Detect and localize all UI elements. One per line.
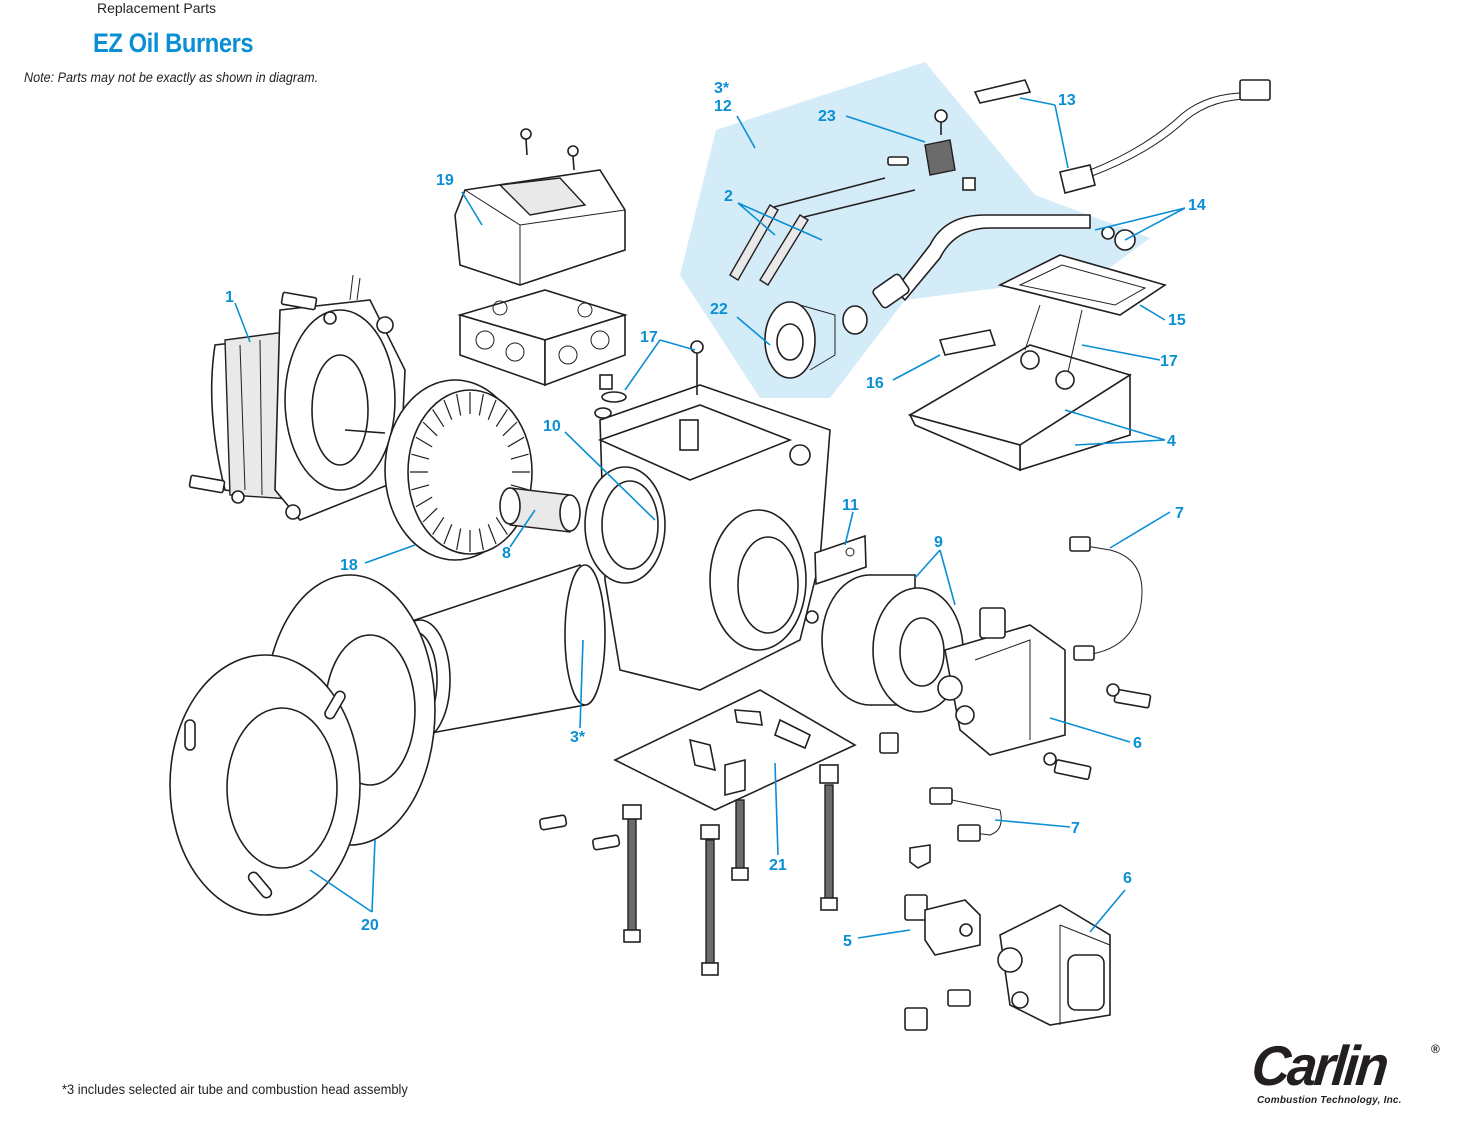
- blower-blade: [415, 496, 433, 508]
- part-motor: [210, 274, 406, 521]
- blower-blade: [478, 528, 484, 551]
- blower-blade: [487, 524, 497, 545]
- callout-17-left: 17: [640, 329, 658, 346]
- part-static-plate: [764, 301, 868, 379]
- callout-22: 22: [710, 301, 728, 318]
- callout-21: 21: [769, 857, 787, 874]
- part-combustion-head: [805, 574, 964, 713]
- ignition-assembly-highlight: [680, 62, 1150, 398]
- callout-3-star-top: 3*: [714, 80, 730, 97]
- callout-1: 1: [225, 289, 234, 306]
- callout-7-top: 7: [1175, 505, 1184, 522]
- blower-blade: [422, 507, 438, 523]
- callout-9: 9: [934, 534, 943, 551]
- callout-6-top: 6: [1133, 735, 1142, 752]
- part-igniter: [907, 304, 1132, 472]
- blower-blade: [443, 524, 453, 545]
- callout-8: 8: [502, 545, 511, 562]
- blower-blade: [510, 484, 529, 491]
- blower-blade: [507, 436, 525, 448]
- callout-10: 10: [543, 418, 561, 435]
- part-electrode-clamp: [887, 109, 976, 191]
- callout-19: 19: [436, 172, 454, 189]
- blower-blade: [432, 517, 445, 535]
- leader-lines: [234, 97, 1186, 939]
- diagram-note: Note: Parts may not be exactly as shown …: [24, 69, 319, 85]
- blower-blade: [456, 393, 462, 416]
- callout-7-bottom: 7: [1071, 820, 1080, 837]
- part-base-plate: [613, 689, 857, 811]
- blower-blade: [422, 421, 438, 437]
- blower-blade: [502, 421, 518, 437]
- blower-blade: [415, 436, 433, 448]
- blower-blade: [495, 517, 508, 535]
- blower-blade: [510, 453, 529, 460]
- registered-mark: ®: [1431, 1042, 1440, 1056]
- part-oil-pump-lower: [997, 904, 1111, 1026]
- callout-labels: 3* 12 23 13 19 2 14 1 22 15 17 17 16 10 …: [225, 80, 1206, 950]
- callout-12: 12: [714, 98, 732, 115]
- blower-blade: [443, 399, 453, 420]
- part-blower-wheel: [384, 379, 533, 561]
- callout-15: 15: [1168, 312, 1186, 329]
- carlin-logo: Carlin ® Combustion Technology, Inc.: [1249, 1034, 1450, 1113]
- callout-3-star-bottom: 3*: [570, 729, 586, 746]
- blower-blade: [432, 409, 445, 427]
- callout-17-right: 17: [1160, 353, 1178, 370]
- blower-blade: [456, 528, 462, 551]
- blower-blade: [411, 453, 430, 460]
- part-transformer-cover: [454, 128, 626, 286]
- callout-18: 18: [340, 557, 358, 574]
- callout-20: 20: [361, 917, 379, 934]
- blower-blade: [478, 393, 484, 416]
- part-control-gasket: [997, 254, 1167, 316]
- part-oil-line-lower: [909, 787, 1002, 869]
- callout-6-bottom: 6: [1123, 870, 1132, 887]
- blower-blade: [487, 399, 497, 420]
- footnote: *3 includes selected air tube and combus…: [62, 1081, 408, 1097]
- callout-23: 23: [818, 108, 836, 125]
- blower-blade: [411, 484, 430, 491]
- callout-2: 2: [724, 188, 733, 205]
- part-motor-bolts: [188, 291, 337, 504]
- part-solenoid-valve: [904, 894, 981, 1031]
- part-flange-gasket-front: [169, 654, 361, 916]
- part-junction-box: [457, 289, 628, 387]
- part-label-plate: [814, 534, 867, 586]
- part-long-bolts: [539, 764, 839, 976]
- part-burner-housing: [584, 384, 831, 691]
- callout-4: 4: [1167, 433, 1176, 450]
- callout-16: 16: [866, 375, 884, 392]
- section-heading: Replacement Parts: [97, 0, 217, 16]
- part-oil-line-upper: [1069, 536, 1143, 661]
- blower-blade: [495, 409, 508, 427]
- part-cad-cell-harness: [973, 79, 1271, 194]
- page-title: EZ Oil Burners: [93, 28, 254, 58]
- callout-13: 13: [1058, 92, 1076, 109]
- part-electrodes: [729, 177, 916, 286]
- part-nozzle-line: [872, 214, 1136, 309]
- callout-5: 5: [843, 933, 852, 950]
- part-oil-pump-upper: [879, 607, 1152, 781]
- logo-wordmark: Carlin: [1249, 1034, 1390, 1097]
- callout-11: 11: [842, 497, 859, 514]
- callout-14: 14: [1188, 197, 1206, 214]
- logo-tagline: Combustion Technology, Inc.: [1257, 1095, 1402, 1106]
- part-coupling: [499, 487, 581, 533]
